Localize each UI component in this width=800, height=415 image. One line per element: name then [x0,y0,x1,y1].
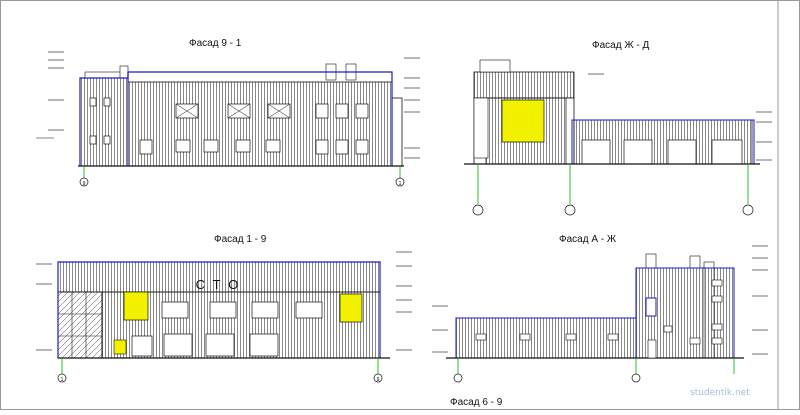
title-facade-9-1: Фасад 9 - 1 [189,38,242,49]
title-facade-a-zh: Фасад А - Ж [559,234,617,245]
facade-1-9 [36,251,412,383]
axis-label-9: 9 [83,181,86,187]
watermark: studentik.net [690,388,750,398]
facade-a-zh [432,245,768,383]
facade-9-1 [36,51,420,187]
axis-label-1: 1 [399,181,402,187]
sto-sign: С Т О [196,277,241,292]
facade-zh-d [464,59,772,216]
axis-label-9b: 9 [377,377,380,383]
title-facade-6-9: Фасад 6 - 9 [450,397,503,408]
title-facade-1-9: Фасад 1 - 9 [214,234,267,245]
title-facade-zh-d: Фасад Ж - Д [592,40,650,51]
axis-label-1b: 1 [61,377,64,383]
